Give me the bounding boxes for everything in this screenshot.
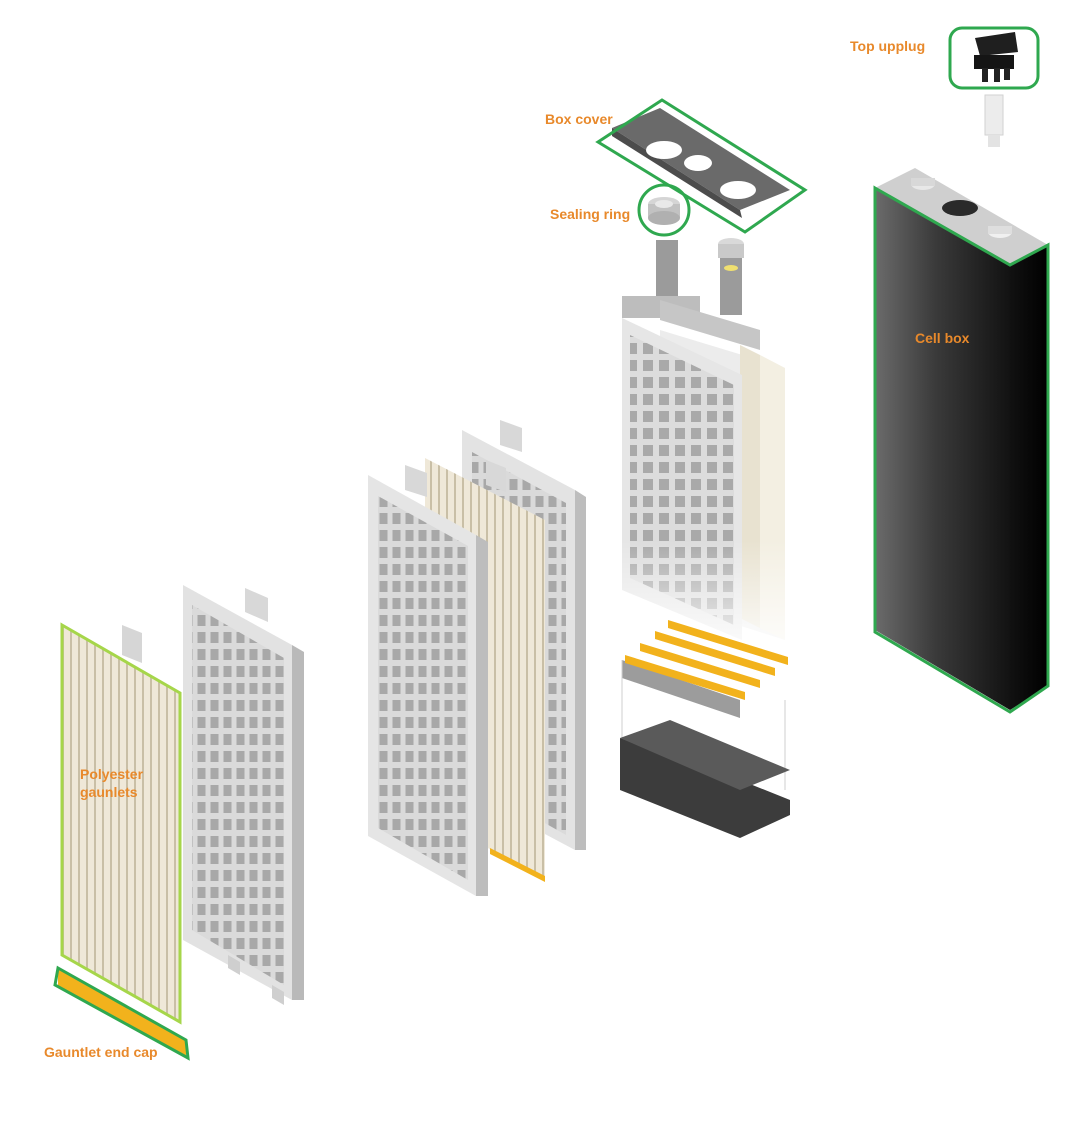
cell-box-highlight [873,185,1050,714]
grid-plate-left [183,585,304,1005]
label-polyester-gaunlets: Polyester gaunlets [80,766,144,800]
gauntlet-plate-assembly-left [53,622,190,1061]
box-cover-highlight [595,98,808,234]
end-cap-highlight-outline [53,965,190,1061]
cell-box-top [875,168,1048,265]
sealing-ring-highlight [637,183,691,237]
bottom-end-caps [625,620,788,700]
gauntlet-end-cap-bar [58,968,186,1058]
gauntlets-highlight-outline [60,622,182,1025]
vent-plug-icon [948,26,1040,147]
label-top-upplug: Top upplug [850,38,926,54]
label-box-cover: Box cover [545,111,613,127]
box-cover [595,98,808,234]
grid-plate-middle-front [368,465,488,896]
cell-box-side [1010,245,1048,710]
sealing-ring-icon [637,183,691,237]
polyester-gauntlets-panel [62,625,180,1022]
label-gauntlet-end-cap: Gauntlet end cap [44,1044,158,1060]
label-sealing-ring: Sealing ring [550,206,631,222]
cell-box [873,168,1050,714]
assembled-plate-stack [615,238,795,838]
top-upplug-highlight [948,26,1040,90]
cell-box-front [875,188,1010,710]
plate-lug [122,625,142,663]
terminal-post-left [656,240,678,300]
terminal-post-right [720,255,742,315]
label-cell-box: Cell box [915,330,970,346]
bottom-support-bar [620,738,790,838]
